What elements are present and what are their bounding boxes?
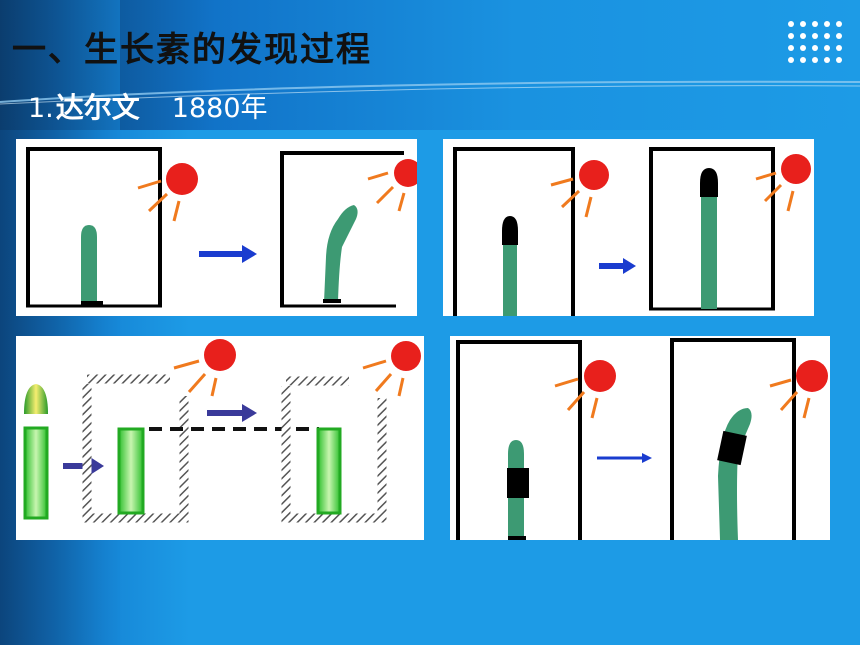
opaque-sleeve-icon [507,468,529,498]
box-icon [670,338,796,540]
figure-opaque-cap-on-tip [443,139,814,316]
hatched-box-icon [281,376,387,523]
subtitle-name: 达尔文 [55,91,140,124]
agar-block-icon [23,426,49,520]
sun-icon [362,341,421,397]
figure-phototropism-intact-tip [16,139,417,316]
slide-title: 一、生长素的发现过程 [12,30,372,70]
sun-icon [755,154,811,212]
hatched-box-icon [82,374,189,523]
figure-agar-block-transfer [16,336,424,540]
sun-icon [367,159,417,212]
dot-grid-icon [788,21,842,63]
subtitle-year: 1880年 [171,93,268,124]
coleoptile-capped-tall-icon [701,170,717,309]
arrow-icon [199,245,257,263]
box-icon [280,151,404,308]
arrow-icon [207,404,257,422]
coleoptile-tip-icon [24,384,48,414]
sun-icon [550,160,609,218]
sun-icon [137,163,198,222]
box-icon [453,147,575,316]
agar-block-icon [316,427,342,515]
agar-block-icon [117,427,145,515]
title-divider [0,80,860,105]
box-icon [26,147,162,308]
opaque-cap-icon [502,216,518,245]
sun-icon [554,360,616,419]
arrow-icon [599,258,636,274]
opaque-cap-icon [700,168,718,197]
sun-icon [769,360,828,419]
slide-background-header [0,0,860,130]
slide-subtitle: 1.达尔文 1880年 [28,86,268,126]
subtitle-number: 1. [28,93,54,124]
coleoptile-icon [81,225,97,304]
opaque-sleeve-icon [717,430,747,466]
figure-opaque-sleeve-below-tip [450,336,830,540]
coleoptile-bent-sleeved-icon [718,408,752,540]
arrow-icon [597,453,652,463]
sun-icon [173,339,236,397]
coleoptile-bent-icon [324,205,358,302]
box-icon [456,340,582,540]
